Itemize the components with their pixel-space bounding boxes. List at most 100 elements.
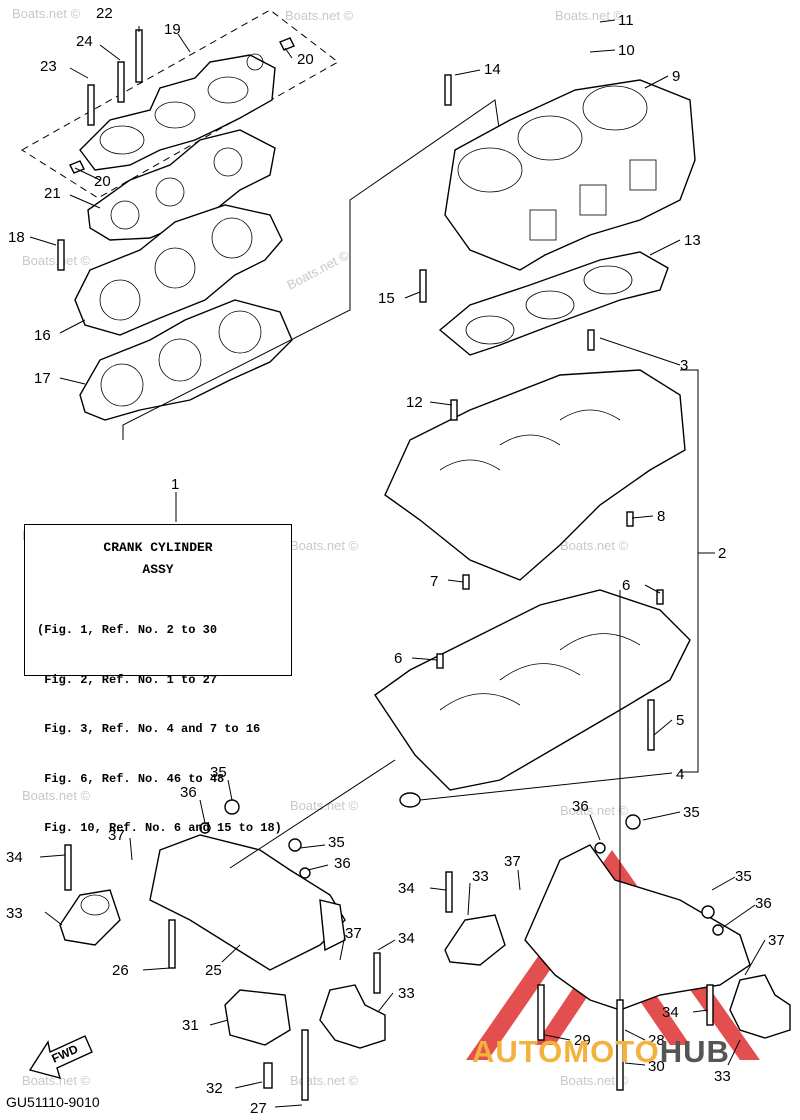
gasket-13	[438, 251, 669, 356]
callout-2: 2	[718, 545, 726, 562]
assembly-ref-line: Fig. 6, Ref. No. 46 to 48	[37, 771, 225, 786]
callout-36: 36	[755, 895, 772, 912]
engine-mount-33-mid	[319, 984, 386, 1049]
callout-10: 10	[618, 42, 635, 59]
callout-labels: 22 19 24 23 20 20 21 18 16 17 11 10 14 9…	[6, 5, 785, 1117]
logo-triangle-mark	[466, 850, 760, 1060]
callout-34: 34	[398, 930, 415, 947]
callout-6: 6	[394, 650, 402, 667]
engine-bracket-25	[149, 834, 346, 971]
logo-text-part1: AUTOMOTO	[472, 1034, 660, 1069]
callout-24: 24	[76, 33, 93, 50]
callout-6: 6	[622, 577, 630, 594]
head-gasket-21	[87, 129, 276, 241]
assembly-title-line2: ASSY	[142, 562, 174, 577]
callout-37: 37	[504, 853, 521, 870]
engine-mount-31	[224, 989, 291, 1046]
callout-19: 19	[164, 21, 181, 38]
callout-32: 32	[206, 1080, 223, 1097]
automotohub-logo: AUTOMOTOHUB	[472, 1034, 730, 1070]
assembly-title-line1: CRANK CYLINDER	[103, 540, 213, 555]
callout-25: 25	[205, 962, 222, 979]
callout-5: 5	[676, 712, 684, 729]
callout-28: 28	[648, 1032, 665, 1049]
watermark-text: Boats.net ©	[555, 8, 624, 23]
crankcase-upper-3	[384, 369, 686, 581]
watermark-text: Boats.net ©	[290, 1073, 359, 1088]
callout-12: 12	[406, 394, 423, 411]
head-cover	[69, 37, 295, 174]
watermark-text: Boats.net ©	[22, 788, 91, 803]
callout-15: 15	[378, 290, 395, 307]
assembly-ref-line: Fig. 3, Ref. No. 4 and 7 to 16	[37, 722, 261, 736]
callout-33: 33	[398, 985, 415, 1002]
callout-20: 20	[297, 51, 314, 68]
watermark-text: Boats.net ©	[22, 1073, 91, 1088]
watermark-text: Boats.net ©	[284, 247, 352, 292]
assembly-bracket-2	[680, 369, 699, 773]
callout-36: 36	[572, 798, 589, 815]
watermark-text: Boats.net ©	[560, 803, 629, 818]
assembly-ref-line: Fig. 2, Ref. No. 1 to 27	[37, 672, 218, 687]
callout-35: 35	[328, 834, 345, 851]
callout-37: 37	[768, 932, 785, 949]
callout-26: 26	[112, 962, 129, 979]
watermark-text: Boats.net ©	[290, 538, 359, 553]
cylinder-block-9	[444, 79, 696, 271]
assembly-info-box: CRANK CYLINDER ASSY (Fig. 1, Ref. No. 2 …	[24, 524, 292, 835]
callout-16: 16	[34, 327, 51, 344]
group-bracket-line	[122, 99, 501, 440]
callout-27: 27	[250, 1100, 267, 1117]
diagram-code: GU51110-9010	[6, 1094, 100, 1110]
callout-23: 23	[40, 58, 57, 75]
watermark-text: Boats.net ©	[290, 798, 359, 813]
callout-33: 33	[714, 1068, 731, 1085]
callout-21: 21	[44, 185, 61, 202]
watermark-text: Boats.net ©	[560, 538, 629, 553]
callout-1: 1	[171, 476, 179, 493]
engine-mount-33-center	[444, 914, 506, 966]
watermark-text: Boats.net ©	[285, 8, 354, 23]
callout-34: 34	[662, 1004, 679, 1021]
assembly-references: (Fig. 1, Ref. No. 2 to 30 Fig. 2, Ref. N…	[37, 589, 282, 870]
callout-36: 36	[180, 784, 197, 801]
callout-33: 33	[472, 868, 489, 885]
callout-34: 34	[6, 849, 23, 866]
leader-lines	[29, 19, 766, 1108]
callout-8: 8	[657, 508, 665, 525]
callout-37: 37	[108, 827, 125, 844]
engine-bracket-28	[524, 844, 751, 1011]
callout-29: 29	[574, 1032, 591, 1049]
callout-36: 36	[334, 855, 351, 872]
callout-9: 9	[672, 68, 680, 85]
callout-35: 35	[735, 868, 752, 885]
callout-35: 35	[683, 804, 700, 821]
callout-17: 17	[34, 370, 51, 387]
callout-35: 35	[210, 764, 227, 781]
callout-33: 33	[6, 905, 23, 922]
callout-37: 37	[345, 925, 362, 942]
callout-22: 22	[96, 5, 113, 22]
dashed-group-outline	[21, 9, 339, 199]
callout-30: 30	[648, 1058, 665, 1075]
callout-13: 13	[684, 232, 701, 249]
engine-mount-33-right	[729, 974, 791, 1039]
assembly-ref-line: (Fig. 1, Ref. No. 2 to 30	[37, 623, 218, 637]
cylinder-head-16	[74, 204, 283, 336]
watermark-text: Boats.net ©	[22, 253, 91, 268]
callout-34: 34	[398, 880, 415, 897]
callout-4: 4	[676, 766, 684, 783]
callout-31: 31	[182, 1017, 199, 1034]
head-gasket-17	[79, 299, 293, 421]
callout-20: 20	[94, 173, 111, 190]
watermark-text: Boats.net ©	[12, 6, 81, 21]
callout-14: 14	[484, 61, 501, 78]
bolts	[57, 29, 724, 1101]
callout-3: 3	[680, 357, 688, 374]
callout-7: 7	[430, 573, 438, 590]
callout-11: 11	[618, 12, 634, 29]
fwd-arrow: FWD	[28, 1035, 93, 1079]
assembly-title: CRANK CYLINDER ASSY	[25, 537, 291, 581]
engine-mount-33-left	[59, 889, 121, 946]
